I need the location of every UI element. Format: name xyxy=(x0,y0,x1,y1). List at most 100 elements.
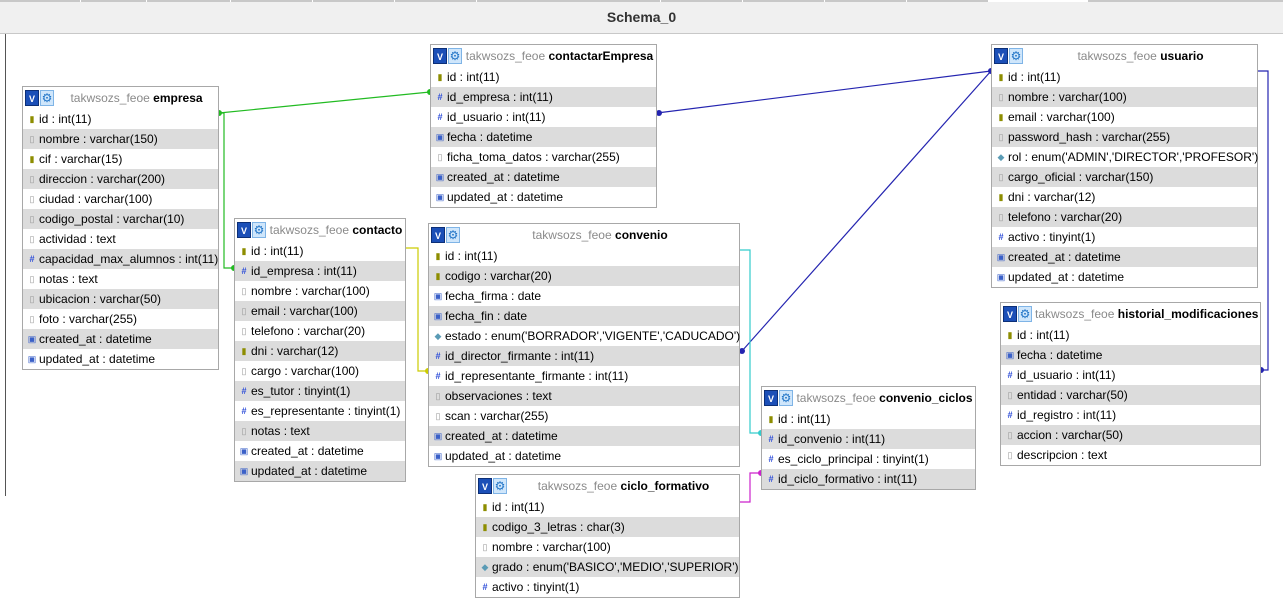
gear-icon[interactable]: ⚙ xyxy=(446,227,460,243)
field-row[interactable]: #capacidad_max_alumnos : int(11) xyxy=(23,249,218,269)
field-row[interactable]: ▣fecha : datetime xyxy=(1001,345,1260,365)
field-row[interactable]: ▣created_at : datetime xyxy=(431,167,656,187)
table-header[interactable]: V⚙takwsozs_feoe convenio_ciclos xyxy=(762,387,975,409)
field-row[interactable]: #id_usuario : int(11) xyxy=(431,107,656,127)
field-row[interactable]: #activo : tinyint(1) xyxy=(476,577,739,597)
table-view-icon[interactable]: V xyxy=(1003,306,1017,322)
gear-icon[interactable]: ⚙ xyxy=(493,478,507,494)
field-row[interactable]: ▯telefono : varchar(20) xyxy=(992,207,1257,227)
table-header[interactable]: V⚙takwsozs_feoe ciclo_formativo xyxy=(476,475,739,497)
field-row[interactable]: ▣updated_at : datetime xyxy=(431,187,656,207)
field-row[interactable]: ▮id : int(11) xyxy=(235,241,405,261)
field-row[interactable]: ▣created_at : datetime xyxy=(992,247,1257,267)
table-view-icon[interactable]: V xyxy=(237,222,251,238)
field-row[interactable]: ▯ubicacion : varchar(50) xyxy=(23,289,218,309)
field-row[interactable]: ▯telefono : varchar(20) xyxy=(235,321,405,341)
table-view-icon[interactable]: V xyxy=(433,48,447,64)
field-row[interactable]: ▯foto : varchar(255) xyxy=(23,309,218,329)
field-row[interactable]: #id_ciclo_formativo : int(11) xyxy=(762,469,975,489)
field-row[interactable]: ▯nombre : varchar(100) xyxy=(235,281,405,301)
field-row[interactable]: ▮id : int(11) xyxy=(431,67,656,87)
relation-line-contacto_convenio[interactable] xyxy=(406,247,428,372)
table-view-icon[interactable]: V xyxy=(994,48,1008,64)
gear-icon[interactable]: ⚙ xyxy=(1018,306,1032,322)
field-row[interactable]: ▣updated_at : datetime xyxy=(429,446,739,466)
field-row[interactable]: ▣fecha_fin : date xyxy=(429,306,739,326)
relation-line-convenio_convenio_ciclos[interactable] xyxy=(740,249,761,434)
field-row[interactable]: ▯entidad : varchar(50) xyxy=(1001,385,1260,405)
relation-line-usuario_historial[interactable] xyxy=(1258,70,1269,371)
table-header[interactable]: V⚙takwsozs_feoe contactarEmpresa xyxy=(431,45,656,67)
field-row[interactable]: ▯codigo_postal : varchar(10) xyxy=(23,209,218,229)
field-row[interactable]: #id_convenio : int(11) xyxy=(762,429,975,449)
field-row[interactable]: ▯notas : text xyxy=(23,269,218,289)
table-ciclo-formativo[interactable]: V⚙takwsozs_feoe ciclo_formativo▮id : int… xyxy=(475,474,740,598)
field-row[interactable]: ▣created_at : datetime xyxy=(235,441,405,461)
table-contactarEmpresa[interactable]: V⚙takwsozs_feoe contactarEmpresa▮id : in… xyxy=(430,44,657,208)
table-header[interactable]: V⚙takwsozs_feoe convenio xyxy=(429,224,739,246)
field-row[interactable]: ▯password_hash : varchar(255) xyxy=(992,127,1257,147)
field-row[interactable]: ▯nombre : varchar(150) xyxy=(23,129,218,149)
table-historial-modificaciones[interactable]: V⚙takwsozs_feoe historial_modificaciones… xyxy=(1000,302,1261,466)
field-row[interactable]: ▮dni : varchar(12) xyxy=(992,187,1257,207)
active-tab[interactable] xyxy=(988,0,1088,2)
field-row[interactable]: ▮id : int(11) xyxy=(762,409,975,429)
table-view-icon[interactable]: V xyxy=(478,478,492,494)
field-row[interactable]: ▯descripcion : text xyxy=(1001,445,1260,465)
field-row[interactable]: ▯cargo_oficial : varchar(150) xyxy=(992,167,1257,187)
field-row[interactable]: ▯ficha_toma_datos : varchar(255) xyxy=(431,147,656,167)
field-row[interactable]: #es_ciclo_principal : tinyint(1) xyxy=(762,449,975,469)
field-row[interactable]: #id_usuario : int(11) xyxy=(1001,365,1260,385)
relation-line-usuario_contactarEmpresa[interactable] xyxy=(656,70,992,114)
field-row[interactable]: ▯accion : varchar(50) xyxy=(1001,425,1260,445)
table-header[interactable]: V⚙takwsozs_feoe contacto xyxy=(235,219,405,241)
gear-icon[interactable]: ⚙ xyxy=(252,222,266,238)
field-row[interactable]: ▯actividad : text xyxy=(23,229,218,249)
relation-line-usuario_convenio[interactable] xyxy=(741,70,992,352)
tab-strip[interactable] xyxy=(0,0,1283,2)
field-row[interactable]: #id_registro : int(11) xyxy=(1001,405,1260,425)
field-row[interactable]: ◆grado : enum('BASICO','MEDIO','SUPERIOR… xyxy=(476,557,739,577)
field-row[interactable]: ▣created_at : datetime xyxy=(23,329,218,349)
field-row[interactable]: ▯direccion : varchar(200) xyxy=(23,169,218,189)
table-usuario[interactable]: V⚙takwsozs_feoe usuario▮id : int(11)▯nom… xyxy=(991,44,1258,288)
relation-line-ciclo_formativo_convenio_ciclos[interactable] xyxy=(740,472,761,503)
field-row[interactable]: ▮id : int(11) xyxy=(429,246,739,266)
field-row[interactable]: ▣updated_at : datetime xyxy=(23,349,218,369)
table-header[interactable]: V⚙takwsozs_feoe empresa xyxy=(23,87,218,109)
field-row[interactable]: ◆rol : enum('ADMIN','DIRECTOR','PROFESOR… xyxy=(992,147,1259,167)
field-row[interactable]: ▮id : int(11) xyxy=(1001,325,1260,345)
field-row[interactable]: #id_director_firmante : int(11) xyxy=(429,346,739,366)
table-convenio[interactable]: V⚙takwsozs_feoe convenio▮id : int(11)▮co… xyxy=(428,223,740,467)
field-row[interactable]: #id_empresa : int(11) xyxy=(235,261,405,281)
table-header[interactable]: V⚙takwsozs_feoe usuario xyxy=(992,45,1257,67)
field-row[interactable]: ▯cargo : varchar(100) xyxy=(235,361,405,381)
field-row[interactable]: #activo : tinyint(1) xyxy=(992,227,1257,247)
field-row[interactable]: ▣updated_at : datetime xyxy=(992,267,1257,287)
field-row[interactable]: ▮id : int(11) xyxy=(476,497,739,517)
field-row[interactable]: ▯nombre : varchar(100) xyxy=(992,87,1257,107)
field-row[interactable]: ▯ciudad : varchar(100) xyxy=(23,189,218,209)
table-view-icon[interactable]: V xyxy=(764,390,778,406)
field-row[interactable]: #id_empresa : int(11) xyxy=(431,87,656,107)
field-row[interactable]: ▮email : varchar(100) xyxy=(992,107,1257,127)
table-header[interactable]: V⚙takwsozs_feoe historial_modificaciones xyxy=(1001,303,1260,325)
field-row[interactable]: ▣updated_at : datetime xyxy=(235,461,405,481)
field-row[interactable]: ▮cif : varchar(15) xyxy=(23,149,218,169)
field-row[interactable]: ▯email : varchar(100) xyxy=(235,301,405,321)
field-row[interactable]: ▯scan : varchar(255) xyxy=(429,406,739,426)
table-empresa[interactable]: V⚙takwsozs_feoe empresa▮id : int(11)▯nom… xyxy=(22,86,219,370)
field-row[interactable]: #es_tutor : tinyint(1) xyxy=(235,381,405,401)
relation-line-empresa_contacto[interactable] xyxy=(219,112,234,269)
field-row[interactable]: ▮codigo_3_letras : char(3) xyxy=(476,517,739,537)
field-row[interactable]: ▯nombre : varchar(100) xyxy=(476,537,739,557)
field-row[interactable]: ▣fecha_firma : date xyxy=(429,286,739,306)
field-row[interactable]: ▮codigo : varchar(20) xyxy=(429,266,739,286)
relation-line-empresa_contactarEmpresa[interactable] xyxy=(218,91,431,114)
field-row[interactable]: #id_representante_firmante : int(11) xyxy=(429,366,739,386)
field-row[interactable]: ▮id : int(11) xyxy=(23,109,218,129)
field-row[interactable]: ▣created_at : datetime xyxy=(429,426,739,446)
table-convenio-ciclos[interactable]: V⚙takwsozs_feoe convenio_ciclos▮id : int… xyxy=(761,386,976,490)
table-view-icon[interactable]: V xyxy=(25,90,39,106)
gear-icon[interactable]: ⚙ xyxy=(448,48,462,64)
